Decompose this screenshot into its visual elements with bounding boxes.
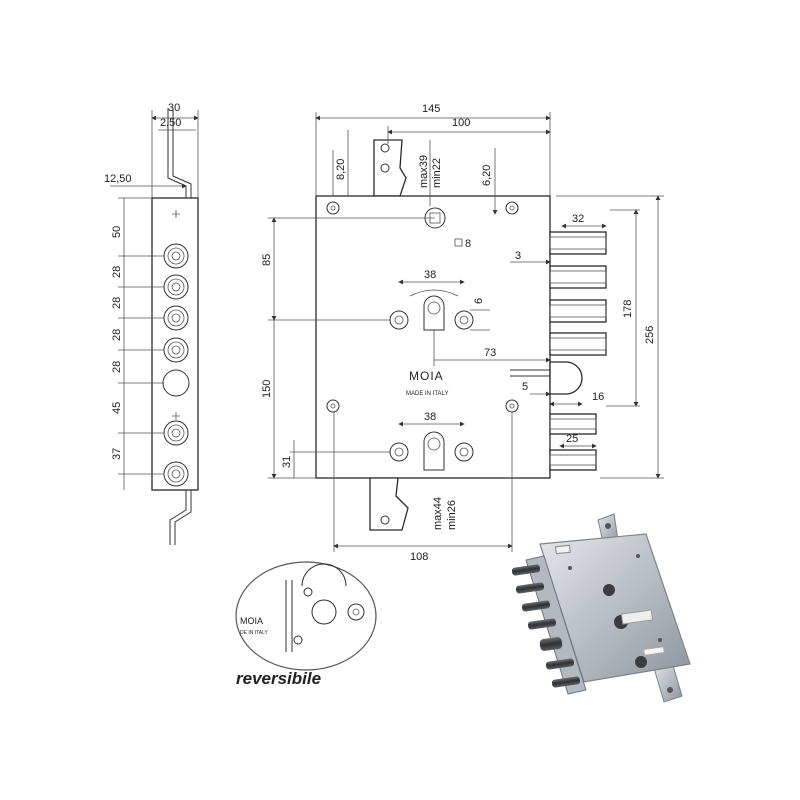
dim-max-top: max39 bbox=[418, 155, 430, 188]
dim-spindle: 6 bbox=[473, 298, 485, 304]
dim-bolt-projection: 32 bbox=[572, 213, 584, 225]
square-symbol bbox=[454, 238, 463, 247]
front-top-tab bbox=[373, 139, 407, 197]
side-dim-6: 45 bbox=[111, 402, 123, 414]
dim-max-bottom: max44 bbox=[432, 497, 444, 530]
dim-bottom-offset: 31 bbox=[281, 456, 293, 468]
side-dim-2: 28 bbox=[111, 266, 123, 278]
side-bolt bbox=[163, 420, 189, 446]
lock-body bbox=[315, 195, 551, 479]
brand-text: MOIA bbox=[409, 369, 444, 383]
dim-total-width: 145 bbox=[422, 103, 440, 115]
dim-cylinder-to-bottom: 150 bbox=[261, 380, 273, 398]
side-bolt bbox=[163, 305, 189, 331]
side-screw bbox=[172, 412, 180, 420]
bolt bbox=[549, 332, 607, 356]
detail-brand-text: MOIA bbox=[240, 616, 263, 626]
screw-hole bbox=[505, 399, 519, 413]
reversible-detail: MOIA DE IN ITALY reversibile bbox=[235, 561, 377, 688]
front-view: 8 38 6 73 MOIA MADE IN ITALY bbox=[261, 103, 664, 563]
bolt bbox=[549, 231, 607, 255]
side-top-tab bbox=[167, 108, 187, 198]
cylinder-bottom bbox=[389, 431, 474, 471]
dim-min-bottom: min26 bbox=[446, 500, 458, 530]
latch-bolt bbox=[549, 361, 583, 395]
side-dim-thickness: 2,50 bbox=[160, 117, 181, 129]
side-dim-7: 37 bbox=[111, 448, 123, 460]
screw-hole bbox=[326, 201, 340, 215]
dim-bolt-spread: 178 bbox=[622, 300, 634, 318]
side-bolt bbox=[163, 274, 189, 300]
dim-backset: 100 bbox=[452, 117, 470, 129]
dim-latch-projection: 16 bbox=[592, 391, 604, 403]
dim-spacing-bottom: 38 bbox=[424, 411, 436, 423]
side-bolt bbox=[163, 461, 189, 487]
side-dim-4: 28 bbox=[111, 329, 123, 341]
front-bottom-tab bbox=[369, 477, 409, 531]
detail-made-in-text: DE IN ITALY bbox=[240, 630, 269, 636]
side-dim-1: 50 bbox=[111, 226, 123, 238]
side-dim-3: 28 bbox=[111, 297, 123, 309]
side-bottom-tab bbox=[169, 490, 187, 545]
side-bolt bbox=[163, 337, 189, 363]
side-dim-offset: 12,50 bbox=[104, 173, 132, 185]
bolt bbox=[549, 299, 607, 323]
dim-spindle-to-cylinder: 85 bbox=[261, 254, 273, 266]
dim-bottom-holes: 108 bbox=[410, 551, 428, 563]
dim-faceplate: 3 bbox=[515, 250, 521, 262]
bolt bbox=[549, 265, 607, 289]
bolt bbox=[549, 413, 597, 435]
bolt bbox=[549, 449, 597, 471]
product-photo bbox=[511, 513, 691, 703]
dim-screw-dia: 8,20 bbox=[335, 159, 347, 180]
screw-hole bbox=[326, 399, 340, 413]
dim-lower-bolt: 25 bbox=[566, 433, 578, 445]
side-dim-5: 28 bbox=[111, 361, 123, 373]
side-screw bbox=[172, 210, 180, 218]
made-in-text: MADE IN ITALY bbox=[406, 391, 448, 397]
dim-min-top: min22 bbox=[431, 158, 443, 188]
dim-cylinder-offset: 73 bbox=[484, 347, 496, 359]
dim-square: 8 bbox=[465, 238, 471, 250]
dim-hole-dia: 6,20 bbox=[481, 165, 493, 186]
reversible-caption: reversibile bbox=[236, 669, 321, 688]
side-latch bbox=[162, 369, 190, 397]
side-bolt bbox=[163, 243, 189, 269]
dim-latch-gap: 5 bbox=[522, 381, 528, 393]
screw-hole bbox=[505, 201, 519, 215]
side-view: 30 2,50 12,50 50 28 28 28 28 45 37 bbox=[104, 102, 199, 545]
dim-total-height: 256 bbox=[644, 326, 656, 344]
side-dim-width: 30 bbox=[168, 102, 180, 114]
dim-spacing-top: 38 bbox=[424, 269, 436, 281]
